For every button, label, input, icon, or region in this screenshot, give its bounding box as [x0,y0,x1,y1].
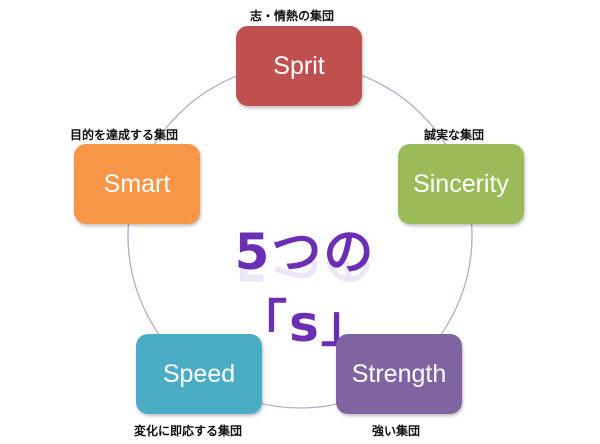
caption-sprit: 志・情熱の集団 [250,9,335,23]
node-sprit: Sprit [236,26,362,106]
node-smart: Smart [74,144,200,224]
title-reflection: 5つの「s」 [234,262,376,291]
caption-strength: 強い集団 [372,424,421,438]
node-strength: Strength [336,334,462,414]
caption-speed: 変化に即応する集団 [134,424,243,438]
caption-sincerity: 誠実な集団 [424,128,485,142]
node-speed: Speed [136,334,262,414]
node-sincerity: Sincerity [398,144,524,224]
caption-smart: 目的を達成する集団 [70,128,179,142]
